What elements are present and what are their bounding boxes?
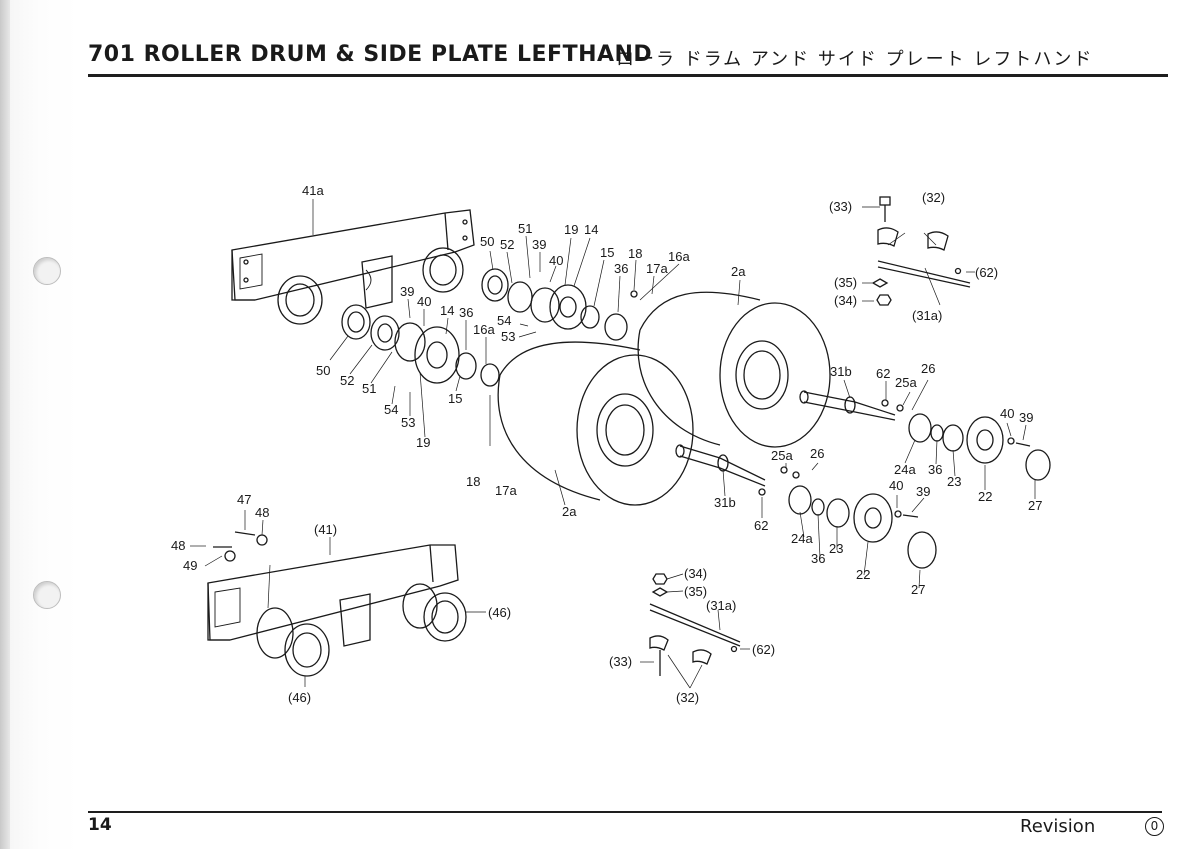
callout-label: 53 xyxy=(501,329,515,344)
revision-label: Revision xyxy=(1020,816,1096,837)
callout-label: 25a xyxy=(895,375,917,390)
binder-edge xyxy=(0,0,10,849)
callout-label: 16a xyxy=(668,249,690,264)
callout-label: 2a xyxy=(731,264,746,279)
callout-label: 2a xyxy=(562,504,577,519)
callout-label: 19 xyxy=(564,222,578,237)
callout-label: 49 xyxy=(183,558,197,573)
callout-label: 16a xyxy=(473,322,495,337)
callout-label: (32) xyxy=(922,190,945,205)
shaft-31b-upper xyxy=(799,390,1051,481)
callout-label: 40 xyxy=(549,253,563,268)
callout-label: 27 xyxy=(1028,498,1042,513)
callout-label: 25a xyxy=(771,448,793,463)
callout-label: (34) xyxy=(684,566,707,581)
page-title: 701 ROLLER DRUM & SIDE PLATE LEFTHAND xyxy=(88,42,653,67)
callout-label: 39 xyxy=(400,284,414,299)
roller-drum-2a-front xyxy=(497,341,694,506)
callout-label: (35) xyxy=(684,584,707,599)
callout-label: 36 xyxy=(459,305,473,320)
callout-label: 40 xyxy=(417,294,431,309)
callout-label: 48 xyxy=(171,538,185,553)
callout-label: 40 xyxy=(1000,406,1014,421)
page-title-japanese: ローラ ドラム アンド サイド プレート レフトハンド xyxy=(616,49,1094,70)
axle-31a-upper xyxy=(871,196,971,306)
callout-label: 47 xyxy=(237,492,251,507)
callout-label: 50 xyxy=(480,234,494,249)
callout-label: 15 xyxy=(448,391,462,406)
callout-label: 31b xyxy=(830,364,852,379)
callout-label: 22 xyxy=(978,489,992,504)
punch-hole-bottom xyxy=(33,581,61,609)
callout-label: 18 xyxy=(466,474,480,489)
callout-label: 26 xyxy=(921,361,935,376)
punch-hole-top xyxy=(33,257,61,285)
callout-label: (31a) xyxy=(912,308,942,323)
callout-label: 62 xyxy=(876,366,890,381)
callout-label: 54 xyxy=(384,402,398,417)
callout-label: (33) xyxy=(829,199,852,214)
callout-label: (35) xyxy=(834,275,857,290)
callout-label: 40 xyxy=(889,478,903,493)
callout-label: 48 xyxy=(255,505,269,520)
callout-label: 24a xyxy=(791,531,813,546)
callout-label: (46) xyxy=(488,605,511,620)
callout-label: 14 xyxy=(440,303,454,318)
callout-label: 52 xyxy=(500,237,514,252)
callout-label: 19 xyxy=(416,435,430,450)
bearing-assembly-upper-middle xyxy=(481,268,638,341)
footer-rule xyxy=(88,811,1162,813)
callout-label: 54 xyxy=(497,313,511,328)
callout-label: (31a) xyxy=(706,598,736,613)
callout-label: (32) xyxy=(676,690,699,705)
side-plate-41 xyxy=(207,531,467,677)
callout-label: 36 xyxy=(614,261,628,276)
callout-label: 62 xyxy=(754,518,768,533)
callout-label: 52 xyxy=(340,373,354,388)
revision-number-badge: 0 xyxy=(1145,817,1164,836)
callout-label: 14 xyxy=(584,222,598,237)
callout-label: 23 xyxy=(947,474,961,489)
page-number: 14 xyxy=(88,815,112,835)
callout-label: 27 xyxy=(911,582,925,597)
callout-label: 26 xyxy=(810,446,824,461)
callout-label: 51 xyxy=(518,221,532,236)
callout-label: (62) xyxy=(975,265,998,280)
bearing-assembly-upper-left xyxy=(341,304,500,387)
callout-labels: 41a 50 52 51 39 40 19 14 15 36 18 17a 16… xyxy=(171,183,1042,705)
callout-label: 15 xyxy=(600,245,614,260)
page-header: 701 ROLLER DRUM & SIDE PLATE LEFTHAND ロー… xyxy=(88,40,1168,77)
callout-label: (33) xyxy=(609,654,632,669)
shaft-31b-lower xyxy=(675,444,937,569)
callout-label: 53 xyxy=(401,415,415,430)
callout-label: 36 xyxy=(811,551,825,566)
callout-label: 17a xyxy=(495,483,517,498)
callout-label: 36 xyxy=(928,462,942,477)
axle-31a-lower xyxy=(649,573,741,676)
callout-label: 39 xyxy=(1019,410,1033,425)
callout-label: 18 xyxy=(628,246,642,261)
callout-label: 39 xyxy=(916,484,930,499)
callout-label: 17a xyxy=(646,261,668,276)
callout-label: (34) xyxy=(834,293,857,308)
callout-label: 22 xyxy=(856,567,870,582)
side-plate-41a xyxy=(231,209,475,325)
callout-label: 51 xyxy=(362,381,376,396)
callout-label: 41a xyxy=(302,183,324,198)
callout-label: 39 xyxy=(532,237,546,252)
roller-drum-2a-back xyxy=(637,291,831,448)
callout-label: (46) xyxy=(288,690,311,705)
callout-label: 24a xyxy=(894,462,916,477)
callout-label: (62) xyxy=(752,642,775,657)
leader-lines xyxy=(190,199,1036,689)
callout-label: 23 xyxy=(829,541,843,556)
callout-label: (41) xyxy=(314,522,337,537)
callout-label: 31b xyxy=(714,495,736,510)
callout-label: 50 xyxy=(316,363,330,378)
